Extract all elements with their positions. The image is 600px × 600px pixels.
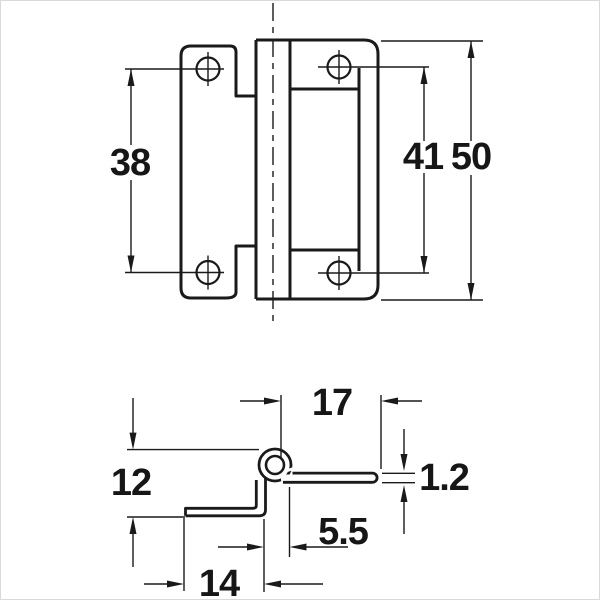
front-view: 38 41 50 — [110, 3, 492, 324]
arrowhead-down — [467, 283, 475, 300]
curl-end-notch — [287, 466, 298, 472]
dimension-label: 12 — [111, 462, 151, 504]
screw-hole-bottom-left — [195, 255, 221, 290]
cranked-leaf-outer-surface — [185, 478, 267, 518]
arrowhead-down — [129, 432, 137, 450]
profile-view: 17 12 1.2 5.5 — [111, 382, 470, 599]
dimension-flat-leaf-length: 17 — [240, 382, 422, 469]
dimension-label: 41 — [403, 136, 444, 178]
cranked-leaf-inner-surface — [184, 480, 258, 516]
dimension-overall-height: 50 — [381, 40, 492, 301]
arrowhead-left — [289, 543, 307, 551]
flat-leaf-fill — [281, 474, 374, 481]
knuckle-outer-curl — [257, 447, 293, 483]
dimension-label: 5.5 — [318, 511, 369, 553]
arrowhead-up — [400, 485, 408, 502]
arrowhead-down — [127, 255, 135, 273]
left-leaf-outline — [179, 44, 256, 300]
dimension-label: 38 — [110, 142, 150, 184]
dimension-label: 17 — [312, 382, 352, 424]
arrowhead-up — [467, 41, 475, 58]
inner-cutout-window — [290, 87, 361, 252]
arrowhead-left — [381, 397, 398, 405]
arrowhead-up — [127, 69, 135, 86]
dimension-right-hole-spacing: 41 — [318, 66, 445, 274]
dimension-left-hole-spacing: 38 — [110, 68, 224, 274]
dimension-knuckle-offset: 5.5 — [218, 487, 370, 557]
arrowhead-right — [264, 397, 281, 405]
arrowhead-up — [129, 517, 137, 534]
right-leaf-outline — [256, 38, 380, 301]
arrowhead-left — [264, 580, 281, 588]
screw-hole-top-right — [326, 50, 352, 84]
screw-hole-top-left — [195, 52, 221, 86]
dimension-label: 14 — [199, 563, 240, 599]
dimension-label: 1.2 — [419, 457, 469, 499]
arrowhead-up — [420, 67, 428, 84]
dimension-label: 50 — [451, 136, 491, 178]
screw-hole-bottom-right — [326, 256, 352, 290]
arrowhead-down — [400, 454, 408, 471]
dimension-cranked-flange-length: 14 — [144, 518, 323, 599]
knuckle-pin-hole — [264, 454, 286, 476]
arrowhead-right — [247, 543, 264, 551]
dimension-material-thickness: 1.2 — [382, 429, 470, 534]
arrowhead-right — [167, 580, 184, 588]
arrowhead-down — [420, 256, 428, 273]
dimension-crank-height: 12 — [111, 398, 259, 567]
flat-leaf-section — [283, 471, 379, 484]
